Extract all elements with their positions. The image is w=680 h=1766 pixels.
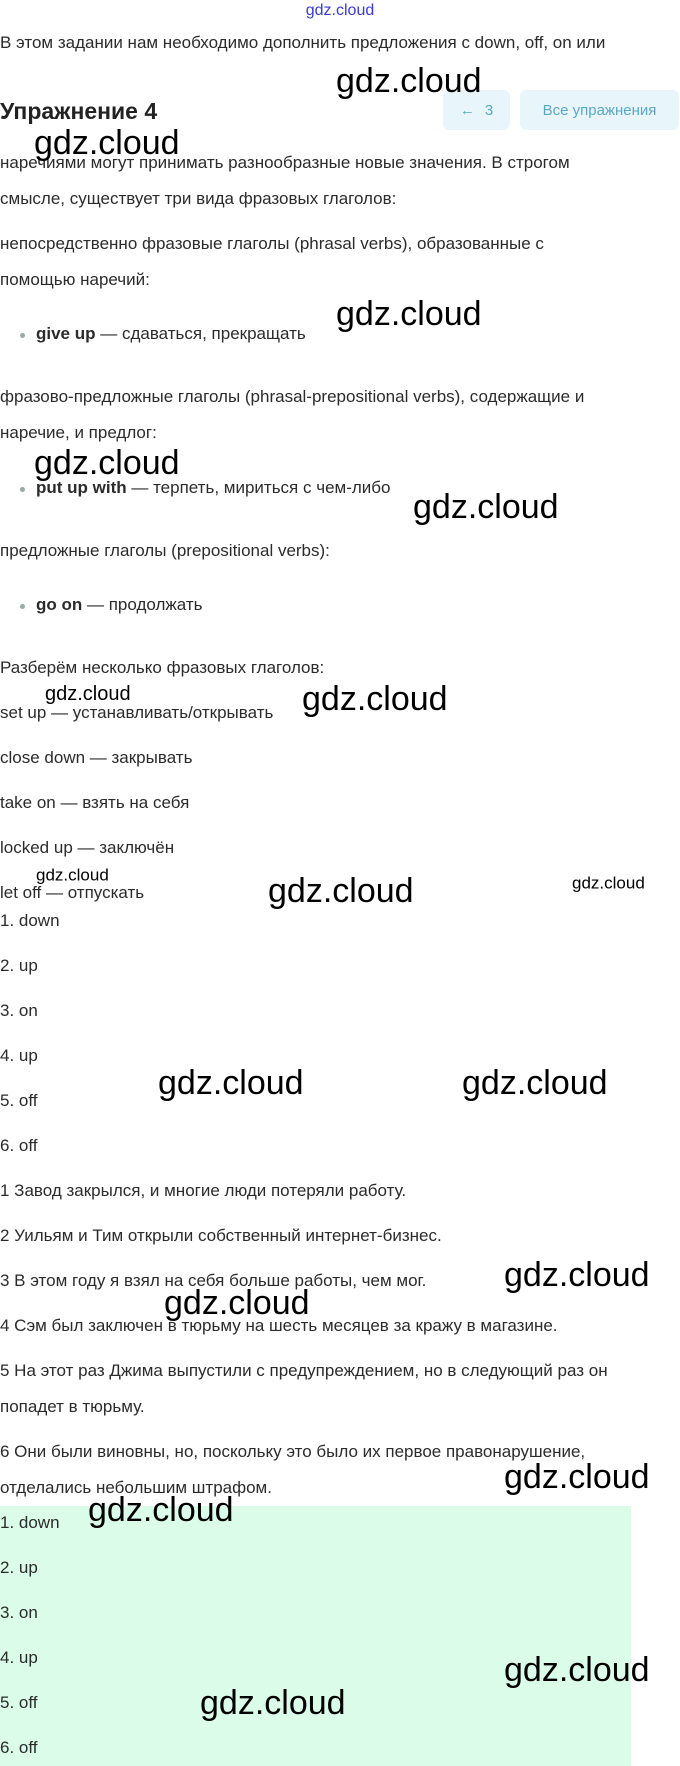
watermark: gdz.cloud xyxy=(504,1256,650,1294)
term: put up with xyxy=(36,478,127,497)
definition: — терпеть, мириться с чем-либо xyxy=(126,478,391,497)
bullet-icon xyxy=(20,487,25,492)
watermark: gdz.cloud xyxy=(504,1651,650,1689)
watermark: gdz.cloud xyxy=(200,1684,346,1722)
page-title: Упражнение 4 xyxy=(0,98,158,124)
bullet-item: give up — сдаваться, прекращать xyxy=(36,324,306,344)
verb-item: let off — отпускать xyxy=(0,883,145,902)
answer-box-item: 6. off xyxy=(0,1738,38,1757)
answer-box-item: 1. down xyxy=(0,1513,60,1532)
watermark: gdz.cloud xyxy=(45,683,131,705)
watermark: gdz.cloud xyxy=(572,873,645,893)
definition: — продолжать xyxy=(82,595,203,614)
watermark: gdz.cloud xyxy=(158,1064,304,1102)
intro-text: В этом задании нам необходимо дополнить … xyxy=(0,33,606,52)
watermark: gdz.cloud xyxy=(462,1064,608,1102)
watermark: gdz.cloud xyxy=(164,1284,310,1322)
arrow-left-icon: ← xyxy=(459,101,475,119)
watermark: gdz.cloud xyxy=(34,444,180,482)
bullet-icon xyxy=(20,333,25,338)
theory-text: Разберём несколько фразовых глаголов: xyxy=(0,658,325,677)
term: give up xyxy=(36,324,96,343)
watermark-top: gdz.cloud xyxy=(305,2,375,19)
watermark: gdz.cloud xyxy=(88,1491,234,1529)
theory-text: наречие, и предлог: xyxy=(0,423,157,442)
theory-text: смысле, существует три вида фразовых гла… xyxy=(0,189,397,208)
answer-item: 5. off xyxy=(0,1091,38,1110)
term: go on xyxy=(36,595,83,614)
watermark: gdz.cloud xyxy=(336,295,482,333)
translation-line: 6 Они были виновны, но, поскольку это бы… xyxy=(0,1442,586,1461)
bullet-item: put up with — терпеть, мириться с чем-ли… xyxy=(36,478,390,498)
verb-item: take on — взять на себя xyxy=(0,793,190,812)
watermark: gdz.cloud xyxy=(413,488,559,526)
watermark: gdz.cloud xyxy=(336,62,482,100)
translation-line: 5 На этот раз Джима выпустили с предупре… xyxy=(0,1361,608,1380)
translation-line: 3 В этом году я взял на себя больше рабо… xyxy=(0,1271,427,1290)
theory-text: помощью наречий: xyxy=(0,270,150,289)
watermark: gdz.cloud xyxy=(36,865,109,885)
definition: — сдаваться, прекращать xyxy=(95,324,306,343)
answer-box-item: 3. on xyxy=(0,1603,38,1622)
verb-item: close down — закрывать xyxy=(0,748,193,767)
prev-exercise-number: 3 xyxy=(484,101,494,119)
all-exercises-button[interactable]: Все упражнения xyxy=(520,90,679,130)
answer-item: 3. on xyxy=(0,1001,38,1020)
verb-item: set up — устанавливать/открывать xyxy=(0,703,274,722)
watermark: gdz.cloud xyxy=(504,1458,650,1496)
verb-item: locked up — заключён xyxy=(0,838,175,857)
bullet-item: go on — продолжать xyxy=(36,595,202,615)
theory-text: наречиями могут принимать разнообразные … xyxy=(0,153,570,172)
prev-exercise-button[interactable]: ← 3 xyxy=(443,90,510,130)
watermark: gdz.cloud xyxy=(34,124,180,162)
translation-line: попадет в тюрьму. xyxy=(0,1397,145,1416)
answer-box-item: 4. up xyxy=(0,1648,38,1667)
theory-text: фразово-предложные глаголы (phrasal-prep… xyxy=(0,387,585,406)
answer-item: 1. down xyxy=(0,911,60,930)
theory-text: предложные глаголы (prepositional verbs)… xyxy=(0,541,330,560)
answer-item: 6. off xyxy=(0,1136,38,1155)
answer-box xyxy=(0,1506,631,1766)
translation-line: отделались небольшим штрафом. xyxy=(0,1478,272,1497)
watermark: gdz.cloud xyxy=(268,872,414,910)
theory-text: непосредственно фразовые глаголы (phrasa… xyxy=(0,234,544,253)
translation-line: 4 Сэм был заключен в тюрьму на шесть мес… xyxy=(0,1316,558,1335)
bullet-icon xyxy=(20,604,25,609)
answer-item: 4. up xyxy=(0,1046,38,1065)
answer-box-item: 5. off xyxy=(0,1693,38,1712)
answer-box-item: 2. up xyxy=(0,1558,38,1577)
translation-line: 1 Завод закрылся, и многие люди потеряли… xyxy=(0,1181,407,1200)
watermark: gdz.cloud xyxy=(302,680,448,718)
answer-item: 2. up xyxy=(0,956,38,975)
translation-line: 2 Уильям и Тим открыли собственный интер… xyxy=(0,1226,442,1245)
